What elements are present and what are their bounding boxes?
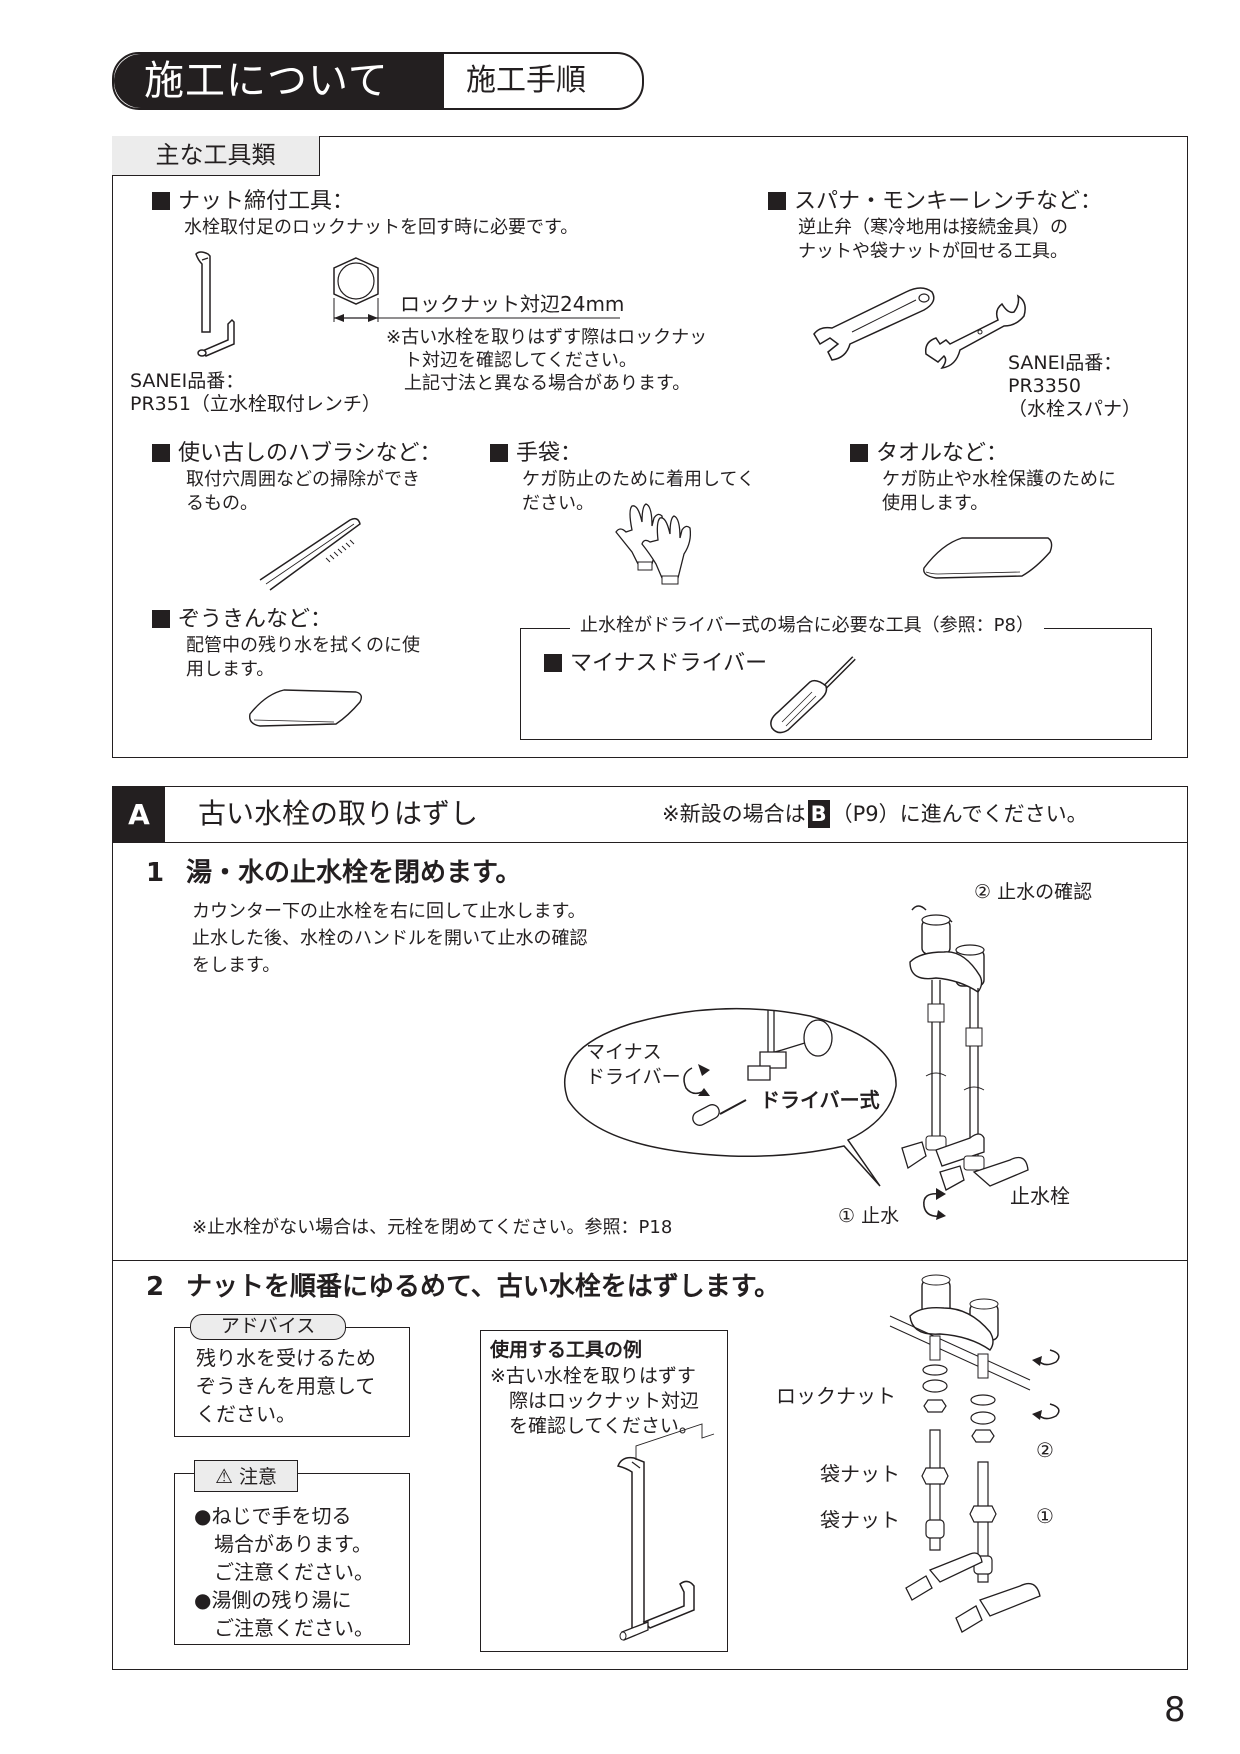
bubble-label-driver: マイナス ドライバー xyxy=(586,1041,681,1088)
section-a-badge: A xyxy=(113,787,165,842)
lock-nut-note: ※古い水栓を取りはずす際はロックナッ ト対辺を確認してください。 上記寸法と異な… xyxy=(386,327,708,394)
page-title: 施工について xyxy=(144,58,389,104)
lock-nut-wrench-icon xyxy=(186,250,246,360)
wrench-heading: スパナ・モンキーレンチなど： xyxy=(768,188,1102,216)
towel-heading: タオルなど： xyxy=(850,440,1008,468)
lock-nut-wrench-example-icon xyxy=(610,1446,730,1642)
rag-icon xyxy=(248,688,368,732)
tools-tab-label: 主な工具類 xyxy=(112,136,320,176)
nut-tool-caption: SANEI品番： PR351（立水栓取付レンチ） xyxy=(130,370,381,415)
page-header: 施工について 施工手順 xyxy=(112,52,644,110)
label-cap-nut-2: 袋ナット xyxy=(820,1508,900,1532)
tool-example-title: 使用する工具の例 xyxy=(490,1339,643,1361)
caution-item-2: ●湯側の残り湯に ご注意ください。 xyxy=(194,1588,374,1640)
label-order-1: ① xyxy=(1036,1504,1054,1528)
tools-section xyxy=(112,136,1188,758)
tool-example-note: ※古い水栓を取りはずす 際はロックナット対辺 を確認してください。 xyxy=(490,1365,700,1437)
bullet-square-icon xyxy=(490,444,508,462)
label-order-2: ② xyxy=(1036,1438,1054,1462)
gloves-heading: 手袋： xyxy=(490,440,582,468)
label-cap-nut-1: 袋ナット xyxy=(820,1462,900,1486)
monkey-wrench-icon xyxy=(806,276,946,366)
speech-bubble-driver-valve-illustration xyxy=(560,990,920,1190)
flathead-screwdriver-icon xyxy=(768,656,858,736)
header-title-block: 施工について xyxy=(114,54,444,108)
exploded-faucet-illustration xyxy=(900,1270,1070,1650)
advice-tab: アドバイス xyxy=(190,1314,346,1340)
bullet-square-icon xyxy=(152,192,170,210)
step-divider xyxy=(112,1260,1188,1261)
hex-nut-icon xyxy=(330,256,630,322)
bullet-square-icon xyxy=(152,444,170,462)
gloves-desc: ケガ防止のために着用してく ださい。 xyxy=(522,469,755,514)
section-a xyxy=(112,786,1188,1670)
caution-item-1: ●ねじで手を切る 場合があります。 ご注意ください。 xyxy=(194,1504,374,1584)
rotate-clockwise-icon xyxy=(918,1188,946,1220)
wrench-caption: SANEI品番： PR3350 （水栓スパナ） xyxy=(1008,352,1142,420)
nut-tool-heading: ナット締付工具： xyxy=(152,188,354,216)
step-1-footnote: ※止水栓がない場合は、元栓を閉めてください。参照：P18 xyxy=(192,1217,673,1238)
section-a-header-divider xyxy=(112,842,1188,843)
lock-nut-dimension: ロックナット対辺24mm xyxy=(400,292,625,316)
rag-heading: ぞうきんなど： xyxy=(152,606,332,634)
caution-tab: ⚠注意 xyxy=(194,1460,298,1492)
page-number: 8 xyxy=(1164,1690,1186,1730)
bullet-square-icon xyxy=(544,654,562,672)
section-b-badge: B xyxy=(807,800,830,828)
toothbrush-heading: 使い古しのハブラシなど： xyxy=(152,440,442,468)
nut-tool-desc: 水栓取付足のロックナットを回す時に必要です。 xyxy=(184,217,579,238)
toothbrush-desc: 取付穴周囲などの掃除ができ るもの。 xyxy=(186,469,420,514)
toothbrush-icon xyxy=(258,514,368,594)
faucet-shutoff-valve-illustration xyxy=(880,880,1060,1190)
warning-triangle-icon: ⚠ xyxy=(215,1464,233,1488)
tool-example-box xyxy=(480,1330,728,1652)
page-subtitle: 施工手順 xyxy=(466,63,586,98)
bullet-square-icon xyxy=(850,444,868,462)
rag-desc: 配管中の残り水を拭くのに使 用します。 xyxy=(186,635,420,680)
wrench-desc: 逆止弁（寒冷地用は接続金具）の ナットや袋ナットが回せる工具。 xyxy=(798,217,1068,262)
towel-desc: ケガ防止や水栓保護のために 使用します。 xyxy=(882,469,1116,514)
label-shutoff-valve: 止水栓 xyxy=(1010,1184,1070,1208)
driver-tool-legend: 止水栓がドライバー式の場合に必要な工具（参照：P8） xyxy=(570,614,1044,638)
label-lock-nut: ロックナット xyxy=(776,1384,896,1408)
label-confirm-stop: ② 止水の確認 xyxy=(974,881,1093,903)
faucet-spanner-icon xyxy=(920,290,1030,370)
advice-text: 残り水を受けるため ぞうきんを用意して ください。 xyxy=(196,1346,376,1426)
towel-icon xyxy=(922,534,1056,584)
bullet-square-icon xyxy=(768,192,786,210)
section-a-title: 古い水栓の取りはずし xyxy=(198,797,479,830)
bubble-label-driver-type: ドライバー式 xyxy=(760,1088,880,1112)
bullet-square-icon xyxy=(152,610,170,628)
gloves-icon xyxy=(616,502,712,588)
driver-heading: マイナスドライバー xyxy=(544,650,767,678)
step-1-desc: カウンター下の止水栓を右に回して止水します。 止水した後、水栓のハンドルを開いて… xyxy=(192,901,588,976)
label-stop-water: ① 止水 xyxy=(838,1205,900,1227)
